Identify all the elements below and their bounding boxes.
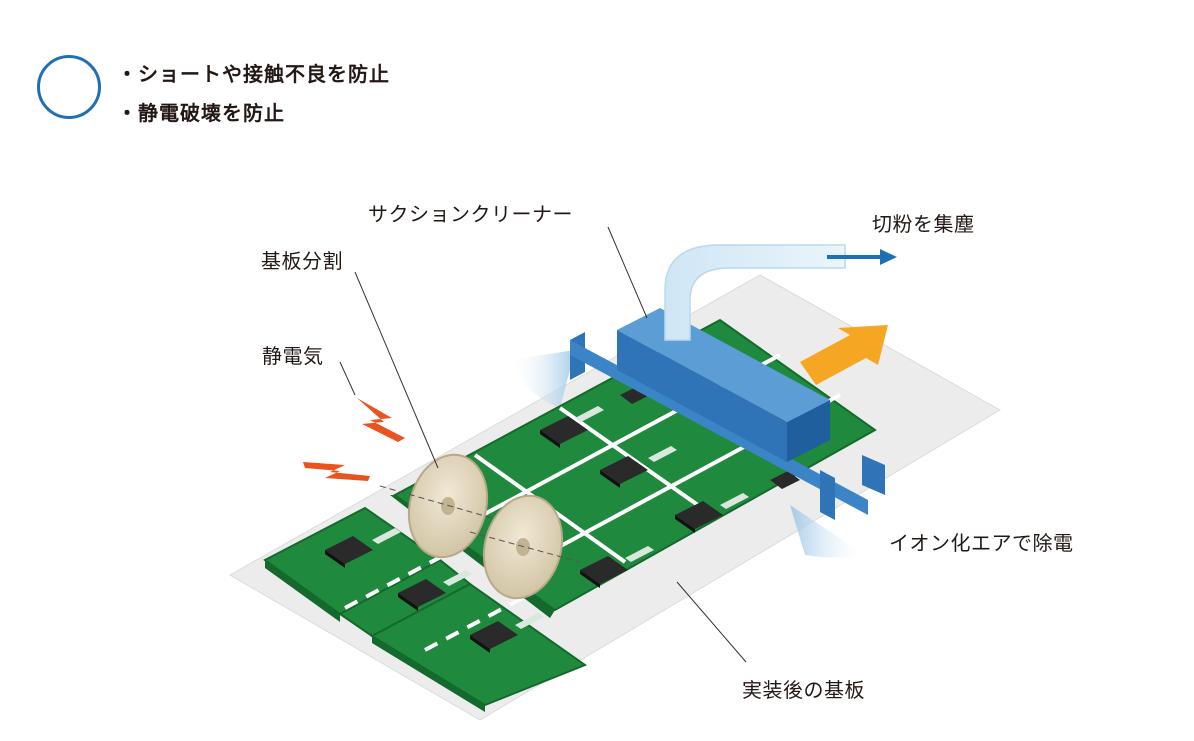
legend-circle-icon (37, 55, 101, 119)
chips (325, 386, 800, 653)
components (372, 406, 749, 629)
feed-direction-arrow-icon (800, 325, 888, 385)
label-board-split: 基板分割 (261, 249, 343, 273)
label-dust-collection: 切粉を集塵 (872, 212, 975, 236)
legend-bullet-static-damage: ・静電破壊を防止 (117, 101, 285, 125)
static-spark-icon (357, 398, 405, 442)
label-ionized-air: イオン化エアで除電 (889, 531, 1074, 555)
ion-air-left (510, 350, 575, 408)
dust-arrow-icon (827, 249, 897, 265)
label-static: 静電気 (262, 344, 324, 368)
label-mounted-board: 実装後の基板 (742, 678, 865, 702)
legend-bullet-short-circuit: ・ショートや接触不良を防止 (117, 62, 390, 86)
ion-air-right (790, 505, 865, 558)
cutting-blade-2 (469, 494, 581, 600)
static-spark-icon-2 (303, 462, 370, 481)
label-suction-cleaner: サクションクリーナー (368, 202, 573, 226)
leader-lines (339, 226, 747, 663)
